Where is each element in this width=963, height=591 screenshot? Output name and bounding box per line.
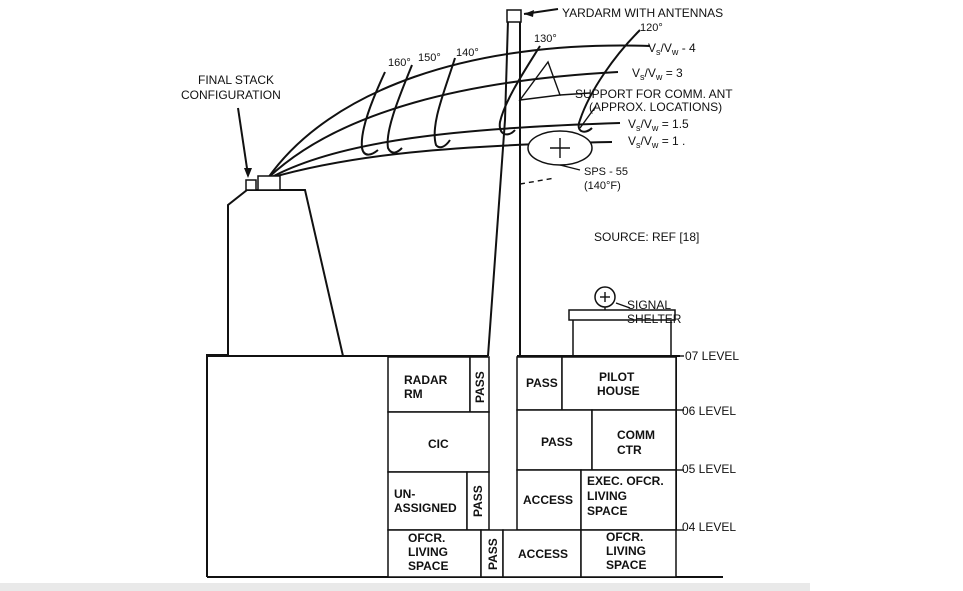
level-07-label: 07 LEVEL (685, 349, 739, 363)
room-cic-label: CIC (428, 437, 449, 451)
room-exec-ofcr-label-3: SPACE (587, 504, 627, 518)
ratio-label-1: Vs/Vw = 1 . (628, 134, 685, 150)
isotherm-140 (433, 57, 456, 149)
room-exec-ofcr (580, 469, 677, 531)
support-antenna-bracket (518, 60, 561, 101)
isotherm-120 (577, 29, 641, 133)
shelter-roof (568, 309, 676, 321)
plume-curve-vs-vw-3 (267, 71, 619, 179)
signal-shelter-label-1: SIGNAL (627, 298, 671, 312)
room-ofcr-right-label-1: OFCR. (606, 530, 643, 544)
isotherm-150 (386, 64, 413, 154)
room-radar-label-2: RM (404, 387, 423, 401)
final-stack-label-1: FINAL STACK (198, 73, 274, 87)
room-ofcr-left-label-1: OFCR. (408, 531, 445, 545)
isotherm-160 (360, 71, 386, 156)
room-exec-ofcr-label-2: LIVING (587, 489, 627, 503)
room-radar-label-1: RADAR (404, 373, 448, 387)
final-stack-label-2: CONFIGURATION (181, 88, 281, 102)
room-ofcr-left-label-3: SPACE (408, 559, 448, 573)
signal-shelter (568, 286, 676, 357)
room-cic (387, 411, 490, 473)
sps-55-radar (527, 130, 593, 171)
stack-cap-small (245, 179, 257, 191)
angle-140: 140° (456, 47, 479, 59)
room-access-05-label: ACCESS (523, 493, 573, 507)
room-unassigned-label-1: UN- (394, 487, 415, 501)
mast (487, 8, 597, 357)
ratio-label-4: Vs/Vw - 4 (648, 41, 696, 57)
yardarm-box (506, 9, 522, 23)
ratio-label-1-5: Vs/Vw = 1.5 (628, 117, 689, 133)
ratio-1-5-text: Vs/Vw = 1.5 (628, 117, 689, 133)
room-ofcr-right (580, 529, 677, 578)
level-ticks (676, 355, 684, 531)
room-pass-07-right (516, 356, 563, 411)
angle-130: 130° (534, 33, 557, 45)
support-pointer (559, 92, 591, 96)
room-ofcr-right-label-3: SPACE (606, 558, 646, 572)
ratio-1-text: Vs/Vw = 1 . (628, 134, 685, 150)
room-pass-05-left-label: PASS (471, 485, 485, 517)
room-ofcr-right-label-2: LIVING (606, 544, 646, 558)
yardarm-label: YARDARM WITH ANTENNAS (562, 6, 723, 20)
sps-55-leader (559, 164, 581, 171)
shelter-pointer (615, 302, 631, 309)
room-pilot-house-label-2: HOUSE (597, 384, 640, 398)
isotherm-130 (498, 45, 541, 136)
plume-curve-vs-vw-1-5 (269, 122, 621, 179)
room-ofcr-left-label-2: LIVING (408, 545, 448, 559)
bottom-scroll-strip (0, 583, 810, 591)
support-pointer-2 (579, 105, 597, 129)
ratio-4-text: Vs/Vw - 4 (648, 41, 696, 57)
room-pass-06 (516, 409, 593, 471)
ratio-3-text: Vs/Vw = 3 (632, 66, 683, 82)
support-label-2: (APPROX. LOCATIONS) (589, 100, 722, 114)
room-ofcr-left (387, 529, 482, 578)
room-exec-ofcr-label-1: EXEC. OFCR. (587, 474, 664, 488)
sps-bracket (519, 177, 556, 185)
rooms-left (387, 356, 504, 578)
room-radar (387, 356, 471, 413)
plume-curve-vs-vw-4 (267, 44, 651, 179)
room-comm-ctr-label-2: CTR (617, 443, 642, 457)
sps-label-2: (140°F) (584, 180, 621, 192)
source-label: SOURCE: REF [18] (594, 230, 699, 244)
room-pass-06-label: PASS (541, 435, 573, 449)
level-04-label: 04 LEVEL (682, 520, 736, 534)
room-pilot-house (561, 356, 677, 411)
stack-outline (206, 189, 344, 357)
room-unassigned-label-2: ASSIGNED (394, 501, 457, 515)
support-label-1: SUPPORT FOR COMM. ANT (575, 87, 733, 101)
room-pass-07-right-label: PASS (526, 376, 558, 390)
plume-curves (267, 29, 651, 179)
room-comm-ctr-label-1: COMM (617, 428, 655, 442)
room-pass-04-label: PASS (486, 538, 500, 570)
yardarm-arrowhead (524, 10, 534, 17)
sps-label-1: SPS - 55 (584, 166, 628, 178)
room-access-04 (502, 529, 582, 578)
level-05-label: 05 LEVEL (682, 462, 736, 476)
room-pilot-house-label-1: PILOT (599, 370, 635, 384)
angle-160: 160° (388, 57, 411, 69)
room-access-04-label: ACCESS (518, 547, 568, 561)
rooms-right (502, 356, 677, 578)
angle-120: 120° (640, 22, 663, 34)
stack-cap-large (257, 175, 281, 191)
final-stack (206, 107, 344, 357)
room-comm-ctr (591, 409, 677, 471)
level-06-label: 06 LEVEL (682, 404, 736, 418)
angle-150: 150° (418, 52, 441, 64)
ratio-label-3: Vs/Vw = 3 (632, 66, 683, 82)
signal-shelter-label-2: SHELTER (627, 312, 682, 326)
stack-arrowhead (244, 168, 252, 178)
mast-left-edge (487, 19, 509, 357)
stack-pointer-arrow (237, 107, 249, 176)
room-pass-07-left-label: PASS (473, 371, 487, 403)
